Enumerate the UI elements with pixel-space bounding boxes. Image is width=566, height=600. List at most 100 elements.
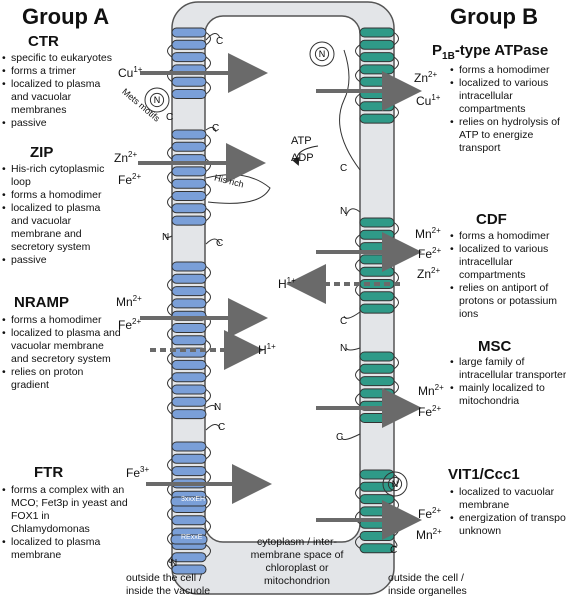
- nramp-helix: [171, 298, 207, 309]
- ctr-feature: forms a trimer: [2, 65, 115, 78]
- ftr-loop: [167, 507, 173, 521]
- nramp-helix: [171, 359, 207, 370]
- ftr-feature: localized to plasma membrane: [2, 536, 129, 562]
- p1b-loop: [355, 93, 361, 107]
- cdf-loop: [355, 234, 361, 248]
- nramp-helix: [171, 323, 207, 333]
- adp-label: ADP: [291, 152, 314, 164]
- cdf-helix: [359, 303, 395, 314]
- vit-loop: [355, 510, 361, 525]
- cdf-c-label: C: [340, 316, 348, 327]
- nramp-helix: [171, 261, 207, 272]
- nramp-loop: [205, 389, 211, 403]
- p1b-helix: [359, 101, 395, 112]
- atp-label: ATP: [291, 135, 312, 147]
- nramp-helix: [171, 409, 207, 420]
- cdf-ion-fe: Fe2+: [418, 246, 442, 261]
- msc-n-label: N: [340, 343, 348, 354]
- zip-loop: [167, 195, 173, 209]
- zip-c-label: C: [212, 123, 220, 134]
- motif-box: [170, 496, 208, 507]
- nramp-features: forms a homodimer localized to plasma an…: [0, 314, 123, 392]
- msc-loop: [393, 356, 399, 370]
- cdf-helix: [359, 266, 395, 277]
- ftr-loop: [205, 495, 211, 509]
- nramp-loop: [167, 376, 173, 390]
- vit-n-spiral: [387, 476, 403, 492]
- p1b-helix: [359, 39, 395, 50]
- cdf-feature: localized to various intracellular compa…: [450, 243, 566, 282]
- ftr-c-terminus: [205, 424, 221, 431]
- ftr-helix: [171, 564, 207, 575]
- cdf-loop: [393, 295, 399, 310]
- msc-loop: [355, 392, 361, 407]
- msc-helix: [359, 388, 395, 399]
- zip-feature: localized to plasma and vacuolar membran…: [2, 202, 119, 254]
- p1b-helix: [359, 27, 395, 38]
- nramp-loop: [167, 352, 173, 366]
- msc-feature: mainly localized to mitochondria: [450, 382, 566, 408]
- nramp-loop: [167, 302, 173, 317]
- footer-left: outside the cell / inside the vacuole: [126, 572, 211, 597]
- zip-feature: His-rich cytoplasmic loop: [2, 163, 119, 189]
- msc-helix: [359, 376, 395, 387]
- zip-helix: [171, 203, 207, 214]
- ftr-helix: [171, 515, 207, 526]
- nramp-helix: [171, 286, 207, 297]
- msc-ion-mn: Mn2+: [418, 383, 444, 398]
- cdf-helix: [359, 291, 395, 302]
- ftr-feature: forms a complex with an MCO; Fet3p in ye…: [2, 484, 129, 536]
- ftr-loop: [205, 519, 211, 534]
- msc-helix: [359, 351, 395, 362]
- zip-title: ZIP: [30, 144, 54, 161]
- msc-helix: [359, 363, 395, 374]
- ftr-helix: [171, 441, 207, 452]
- vit-loop: [393, 474, 399, 488]
- zip-loop: [205, 158, 211, 172]
- p1b-feature: localized to various intracellular compa…: [450, 77, 566, 116]
- cdf-helix: [359, 254, 395, 265]
- msc-n-terminus: [345, 347, 361, 351]
- p1b-loop: [393, 32, 399, 46]
- compartment-note: cytoplasm / inter- membrane space of chl…: [250, 536, 344, 587]
- motif-3xxxeh-label: 3xxxEH: [181, 496, 206, 503]
- group-b-title: Group B: [450, 4, 538, 29]
- ftr-title: FTR: [34, 464, 64, 481]
- ftr-n-terminus: [168, 555, 173, 563]
- p1b-ion-cu: Cu1+: [416, 93, 441, 108]
- vit-helix: [359, 506, 395, 517]
- nramp-loop: [167, 278, 173, 292]
- zip-helix: [171, 178, 207, 189]
- nramp-loop: [167, 401, 173, 415]
- ctr-ion-cu: Cu1+: [118, 65, 143, 80]
- vit-ion-fe: Fe2+: [418, 506, 442, 521]
- ctr-helix: [171, 89, 207, 99]
- p1b-title: P1B-type ATPase: [432, 42, 549, 62]
- cdf-ion-mn: Mn2+: [415, 226, 441, 241]
- msc-title: MSC: [478, 338, 512, 355]
- cdf-n-label: N: [340, 206, 348, 217]
- vit-c-label: C: [390, 545, 398, 556]
- nramp-loop: [205, 339, 211, 354]
- ctr-n-spiral-letter: N: [154, 95, 161, 105]
- zip-features: His-rich cytoplasmic loop forms a homodi…: [0, 163, 119, 267]
- nramp-loop: [167, 327, 173, 341]
- ctr-helix: [171, 27, 207, 38]
- zip-loop: [205, 207, 211, 222]
- motif-box: [170, 534, 208, 545]
- cdf-helix: [359, 229, 395, 240]
- cdf-ion-zn: Zn2+: [417, 266, 441, 281]
- p1b-loop: [355, 44, 361, 58]
- nramp-helix: [171, 384, 207, 395]
- ctr-c-terminus: [205, 33, 221, 41]
- ftr-helix: [171, 466, 207, 477]
- ctr-c-label: C: [216, 36, 224, 47]
- nramp-loop: [205, 290, 211, 304]
- cdf-feature: relies on antiport of protons or potassi…: [450, 282, 566, 321]
- motif-rexxe-label: RExxE: [181, 534, 203, 541]
- ctr-helix: [171, 39, 207, 50]
- nramp-n-label: N: [214, 402, 222, 413]
- nramp-c-label: C: [216, 238, 224, 249]
- ftr-loop: [167, 532, 173, 546]
- p1b-n-spiral: [314, 46, 330, 62]
